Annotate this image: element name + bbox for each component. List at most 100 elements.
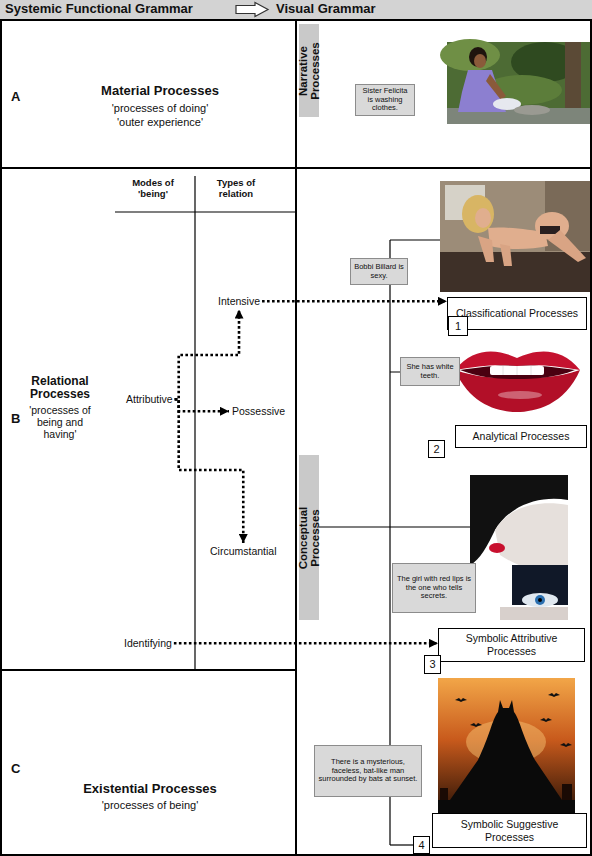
model-photo (440, 181, 590, 292)
bat-poster (438, 678, 575, 815)
callout-number: 2 (433, 444, 439, 455)
caption-box: Sister Felicita is washing clothes. (355, 84, 415, 116)
process-type-title: Material Processes (60, 84, 260, 99)
washing-photo (469, 47, 487, 67)
process-type-title: Relational Processes (16, 375, 104, 401)
caption-box: There is a mysterious, faceless, bat-lik… (314, 745, 422, 797)
secrets-poster (538, 598, 542, 602)
callout-box: 3 (424, 655, 441, 674)
model-photo (500, 244, 512, 266)
model-photo (475, 208, 491, 228)
model-photo (440, 181, 590, 292)
secrets-poster (470, 475, 568, 620)
process-name: Symbolic Suggestive Processes (437, 818, 582, 843)
model-photo (548, 230, 586, 262)
caption-box: Bobbi Billard is sexy. (350, 258, 408, 285)
header-label: Visual Grammar (276, 2, 375, 17)
secrets-poster (535, 595, 545, 605)
header-label: Systemic Functional Grammar (5, 2, 193, 17)
lips-photo (503, 366, 531, 375)
bat-poster (470, 723, 482, 727)
relation-type: Possessive (232, 405, 285, 418)
process-category-label: Narrative Processes (297, 27, 321, 115)
bat-poster (455, 698, 467, 702)
section-panel: B Relational Processes 'processes of being… (0, 168, 296, 670)
relation-type: Circumstantial (210, 545, 277, 558)
washing-photo (474, 54, 486, 68)
bat-poster (560, 743, 572, 747)
bat-poster (450, 700, 562, 800)
dotted-arrow (175, 310, 239, 400)
relation-label: Circumstantial (208, 544, 279, 559)
process-name: Symbolic Attributive Processes (443, 632, 580, 657)
tree-lines (319, 526, 470, 527)
process-name: Classificational Processes (452, 307, 582, 320)
dotted-arrow (175, 399, 244, 543)
callout-number: 3 (429, 659, 435, 670)
relation-type: Identifying (124, 637, 172, 650)
process-category-label: Conceptual Processes (297, 488, 321, 588)
lips-photo (460, 366, 575, 379)
section-panel: C Existential Processes 'processes of bein… (0, 670, 296, 855)
bat-poster (440, 788, 448, 800)
callout-box: 2 (428, 440, 445, 458)
model-photo (462, 195, 494, 233)
process-gloss: 'processes of doing' (60, 102, 260, 115)
process-box: Symbolic Attributive Processes (438, 628, 585, 662)
dotted-arrow (175, 399, 229, 411)
header-band (0, 0, 592, 19)
process-type-title: Existential Processes (50, 782, 250, 797)
washing-photo (440, 39, 500, 71)
washing-photo (486, 74, 506, 100)
relation-label: Possessive (230, 404, 287, 419)
process-gloss: 'processes of being' (50, 799, 250, 812)
table-frame (0, 167, 592, 169)
process-gloss: 'processes of being and having' (28, 404, 92, 440)
callout-number: 4 (418, 840, 424, 851)
dotted-arrow (174, 642, 438, 645)
caption-text: Sister Felicita is washing clothes. (359, 87, 411, 113)
secrets-poster (470, 475, 568, 620)
relation-type: Intensive (218, 295, 260, 308)
dotted-arrow (262, 300, 447, 303)
section-letter: A (11, 90, 20, 105)
model-photo (440, 252, 590, 292)
table-frame (115, 211, 296, 212)
table-frame (295, 20, 297, 856)
process-box: Classificational Processes (447, 297, 587, 330)
process-gloss: Modes of 'being' (118, 178, 188, 200)
section-letter: B (11, 412, 20, 427)
callout-box: 4 (413, 836, 430, 854)
callout-number: 1 (455, 321, 461, 332)
secrets-poster (500, 607, 568, 620)
secrets-poster (512, 565, 568, 605)
process-box: Analytical Processes (455, 425, 587, 448)
bat-poster (562, 784, 572, 800)
table-frame (0, 20, 592, 856)
bat-poster (438, 678, 575, 815)
header-band (0, 0, 592, 19)
washing-photo (440, 39, 590, 124)
process-gloss: 'outer experience' (60, 116, 260, 129)
model-photo (478, 236, 494, 262)
table-frame (1, 20, 591, 855)
relation-type: Attributive (126, 393, 173, 406)
caption-text: The girl with red lips is the one who te… (396, 575, 472, 601)
relation-label: Intensive (216, 294, 262, 309)
category-band: Conceptual Processes (299, 455, 319, 620)
caption-text: Bobbi Billard is sexy. (354, 263, 404, 280)
header-band: Systemic Functional Grammar Visual Gramma… (0, 0, 592, 19)
caption-text: There is a mysterious, faceless, bat-lik… (318, 758, 418, 784)
relation-label: Identifying (122, 636, 174, 651)
lips-photo (490, 366, 544, 375)
secrets-poster (522, 593, 558, 607)
caption-box: She has white teeth. (400, 357, 460, 386)
tree-lines (390, 239, 440, 240)
section-letter: C (11, 762, 20, 777)
process-box: Symbolic Suggestive Processes (432, 813, 587, 848)
process-gloss: Types of relation (205, 178, 267, 200)
caption-box: The girl with red lips is the one who te… (392, 563, 476, 613)
lips-photo (498, 391, 542, 399)
